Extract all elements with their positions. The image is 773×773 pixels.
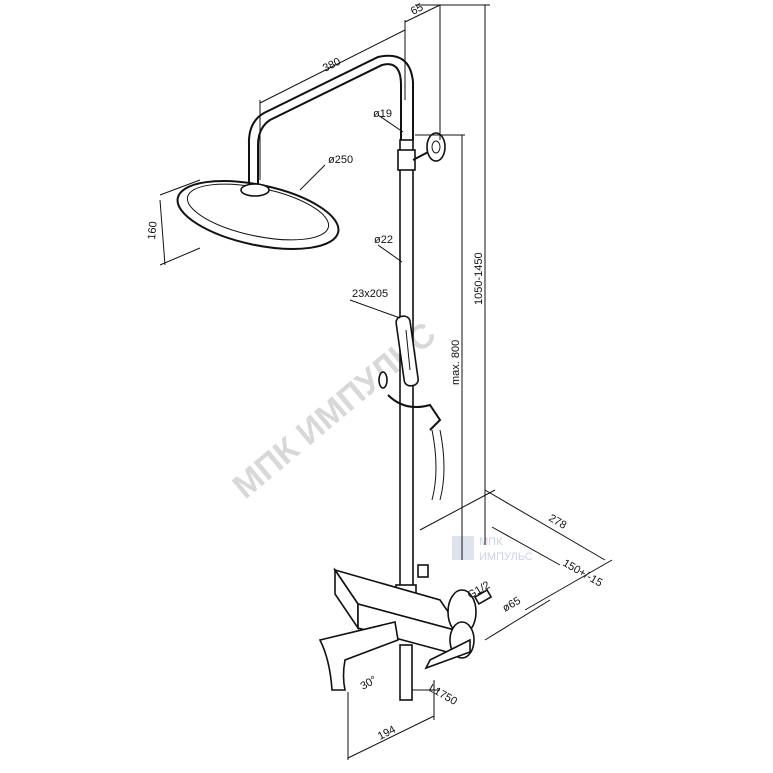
dim-escutcheon: ø65: [501, 595, 523, 615]
shower-head: [176, 180, 340, 250]
dim-spout-length: 194: [376, 724, 398, 743]
thermostatic-mixer: [318, 564, 493, 701]
dim-hose: L1750: [427, 682, 459, 708]
logo-line1: МПК: [479, 536, 503, 548]
dim-rail-diameter-top: ø19: [373, 108, 392, 120]
dim-wall-offset: 65: [409, 1, 425, 17]
dim-head-diameter: ø250: [328, 154, 353, 166]
dimension-lines: [159, 4, 613, 760]
hand-shower: [378, 315, 445, 501]
dim-hand-shower: 23x205: [352, 288, 388, 300]
dim-max-hand: max. 800: [450, 340, 462, 385]
logo-line2: ИМПУЛЬС: [479, 551, 533, 563]
dim-connection-spacing: 150+/-15: [561, 557, 605, 589]
dim-head-height: 160: [146, 221, 160, 240]
dim-height-range: 1050-1450: [473, 252, 485, 305]
dim-rail-diameter: ø22: [374, 234, 393, 246]
dim-depth: 278: [547, 512, 569, 532]
dim-spout-angle: 30°: [359, 674, 379, 693]
shower-arm: [247, 54, 414, 185]
dim-arm-length: 380: [321, 56, 343, 75]
watermark-logo: МПК ИМПУЛЬС: [452, 536, 533, 563]
